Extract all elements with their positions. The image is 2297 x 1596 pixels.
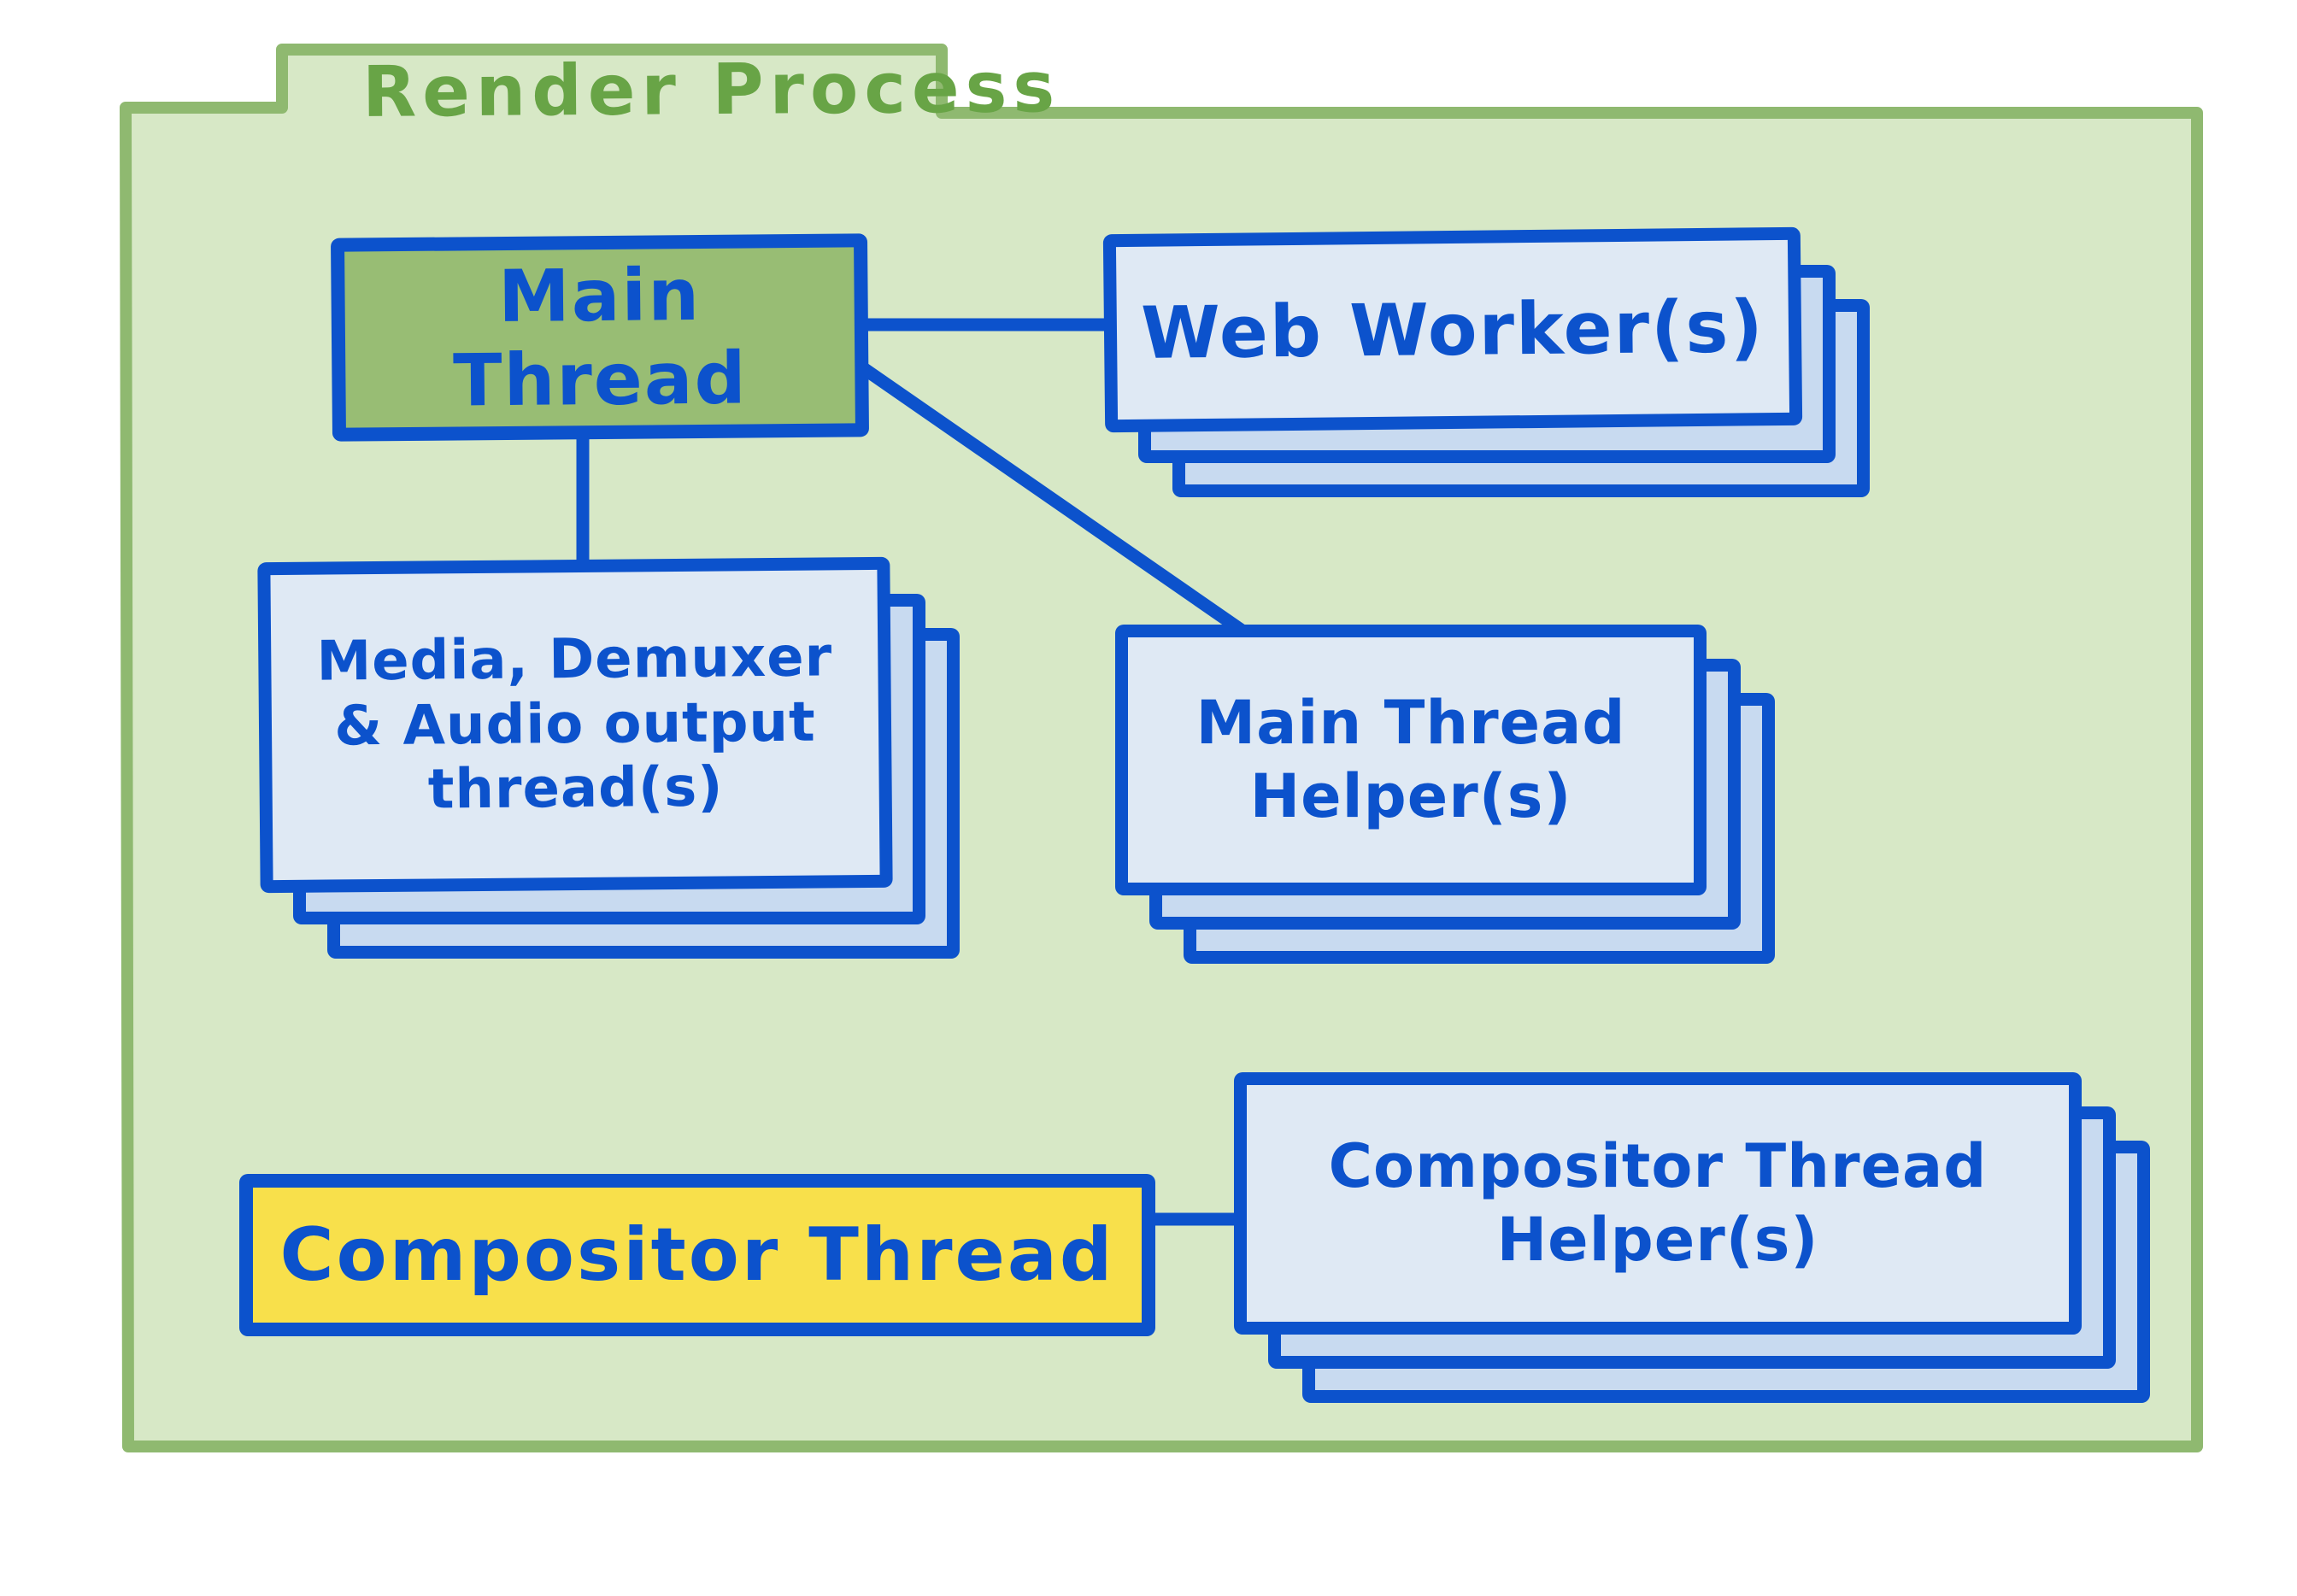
connector-main-thread-to-main-thread-helpers [855, 360, 1259, 645]
node-main-thread-helpers: Main Thread Helper(s) [1115, 625, 1775, 964]
node-web-workers: Web Worker(s) [1102, 226, 1878, 506]
diagram-title: Render Process [361, 47, 1061, 133]
node-main-thread: Main Thread [330, 233, 870, 442]
node-compositor-thread-helpers: Compositor Thread Helper(s) [1234, 1072, 2150, 1403]
stacked-card-front: Web Worker(s) [1102, 226, 1803, 433]
node-compositor-thread: Compositor Thread [239, 1174, 1155, 1336]
stacked-card-front: Main Thread Helper(s) [1115, 625, 1707, 895]
stacked-card-front: Compositor Thread Helper(s) [1234, 1072, 2082, 1335]
node-media-demuxer-audio-threads: Media, Demuxer & Audio output thread(s) [257, 556, 960, 959]
stacked-card-front: Media, Demuxer & Audio output thread(s) [257, 556, 893, 894]
